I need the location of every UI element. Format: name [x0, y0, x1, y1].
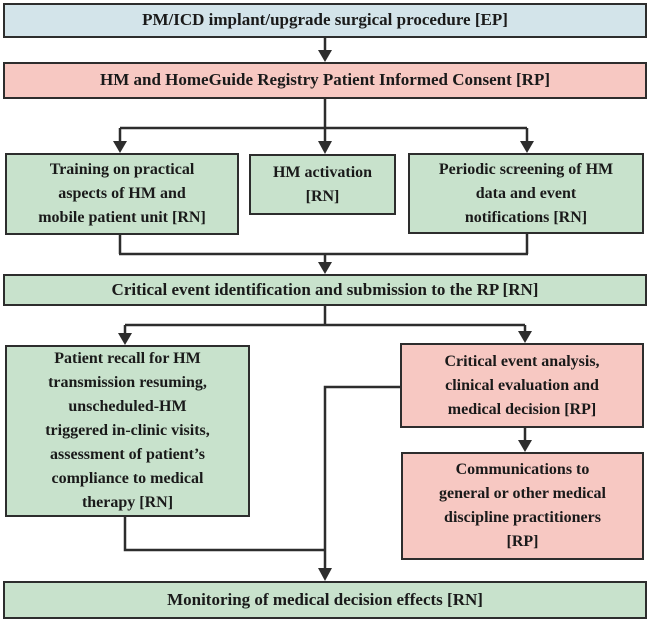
- connector-analysis-to-communications: [518, 428, 532, 452]
- node-patient-recall-label: Patient recall for HM transmission resum…: [45, 350, 210, 511]
- node-training-label: Training on practical aspects of HM and …: [38, 161, 206, 226]
- node-critical-event-identification: Critical event identification and submis…: [3, 274, 647, 306]
- connector-row-to-identification: [118, 234, 529, 274]
- connector-analysis-to-monitoring: [318, 385, 400, 581]
- node-surgical-procedure: PM/ICD implant/upgrade surgical procedur…: [3, 3, 647, 38]
- node-hm-activation: HM activation [RN]: [249, 154, 396, 215]
- node-surgical-procedure-label: PM/ICD implant/upgrade surgical procedur…: [142, 10, 508, 30]
- node-communications-label: Communications to general or other medic…: [439, 461, 606, 550]
- node-patient-recall: Patient recall for HM transmission resum…: [5, 345, 250, 517]
- node-hm-activation-label: HM activation [RN]: [272, 163, 373, 205]
- node-periodic-screening: Periodic screening of HM data and event …: [408, 153, 644, 234]
- connector-recall-to-monitoring: [123, 517, 326, 552]
- node-monitoring: Monitoring of medical decision effects […: [3, 581, 647, 619]
- node-informed-consent-label: HM and HomeGuide Registry Patient Inform…: [100, 70, 550, 90]
- connector-consent-to-row: [113, 99, 534, 154]
- node-communications: Communications to general or other medic…: [401, 452, 644, 560]
- node-critical-event-analysis-label: Critical event analysis, clinical evalua…: [444, 352, 600, 418]
- connector-surgery-to-consent: [318, 38, 332, 62]
- node-critical-event-identification-label: Critical event identification and submis…: [111, 279, 539, 299]
- node-training: Training on practical aspects of HM and …: [5, 153, 239, 235]
- node-informed-consent: HM and HomeGuide Registry Patient Inform…: [3, 62, 647, 99]
- node-periodic-screening-label: Periodic screening of HM data and event …: [438, 160, 614, 226]
- node-monitoring-label: Monitoring of medical decision effects […: [167, 589, 483, 609]
- node-critical-event-analysis: Critical event analysis, clinical evalua…: [400, 343, 644, 428]
- connector-identification-to-split: [118, 306, 532, 345]
